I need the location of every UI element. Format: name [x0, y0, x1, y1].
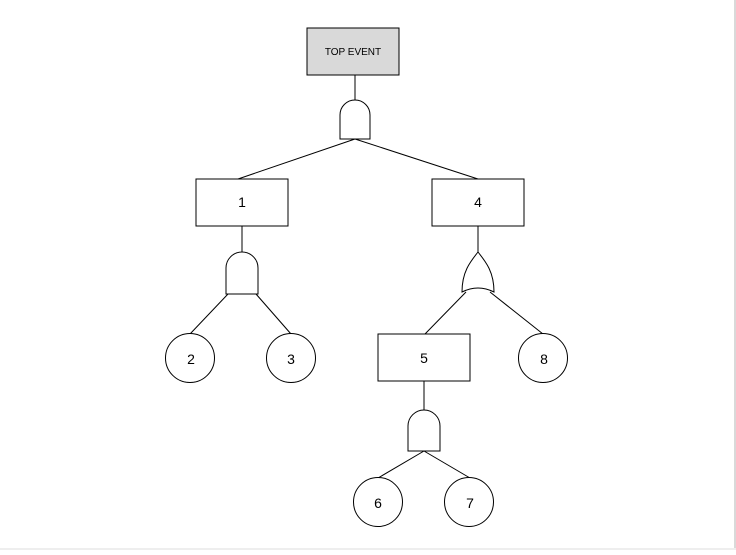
event-1-label: 1: [238, 194, 246, 210]
event-4-box: [431, 178, 525, 227]
connector-gate-5-to-7: [423, 450, 471, 479]
event-5-box: [377, 333, 471, 382]
page-edge-right: [734, 0, 736, 550]
basic-event-7: [444, 477, 494, 527]
event-1-box: [195, 178, 289, 227]
and-gate-1: [225, 251, 259, 295]
page-edge-bottom: [0, 548, 736, 550]
and-gate-top: [339, 99, 371, 140]
basic-event-6-label: 6: [374, 495, 382, 511]
event-5-label: 5: [420, 350, 428, 366]
basic-event-3: [266, 333, 316, 383]
connector-gate-top-to-4: [354, 138, 479, 180]
connector-gate-4-to-5: [424, 291, 467, 335]
top-event-label: TOP EVENT: [325, 47, 381, 58]
connector-gate-5-to-6: [377, 450, 425, 479]
event-4-label: 4: [474, 194, 482, 210]
basic-event-3-label: 3: [287, 351, 295, 367]
basic-event-8: [518, 333, 568, 383]
connector-gate-1-to-3: [255, 293, 292, 335]
basic-event-6: [353, 477, 403, 527]
and-gate-5: [407, 409, 441, 452]
basic-event-2: [165, 333, 215, 383]
connector-gate-1-to-2: [189, 293, 229, 335]
connector-gate-top-to-1: [237, 138, 356, 180]
basic-event-2-label: 2: [187, 351, 195, 367]
basic-event-8-label: 8: [540, 351, 548, 367]
or-gate-4: [461, 251, 495, 293]
connector-gate-4-to-8: [489, 291, 544, 335]
basic-event-7-label: 7: [466, 495, 474, 511]
top-event-box: [306, 27, 400, 76]
